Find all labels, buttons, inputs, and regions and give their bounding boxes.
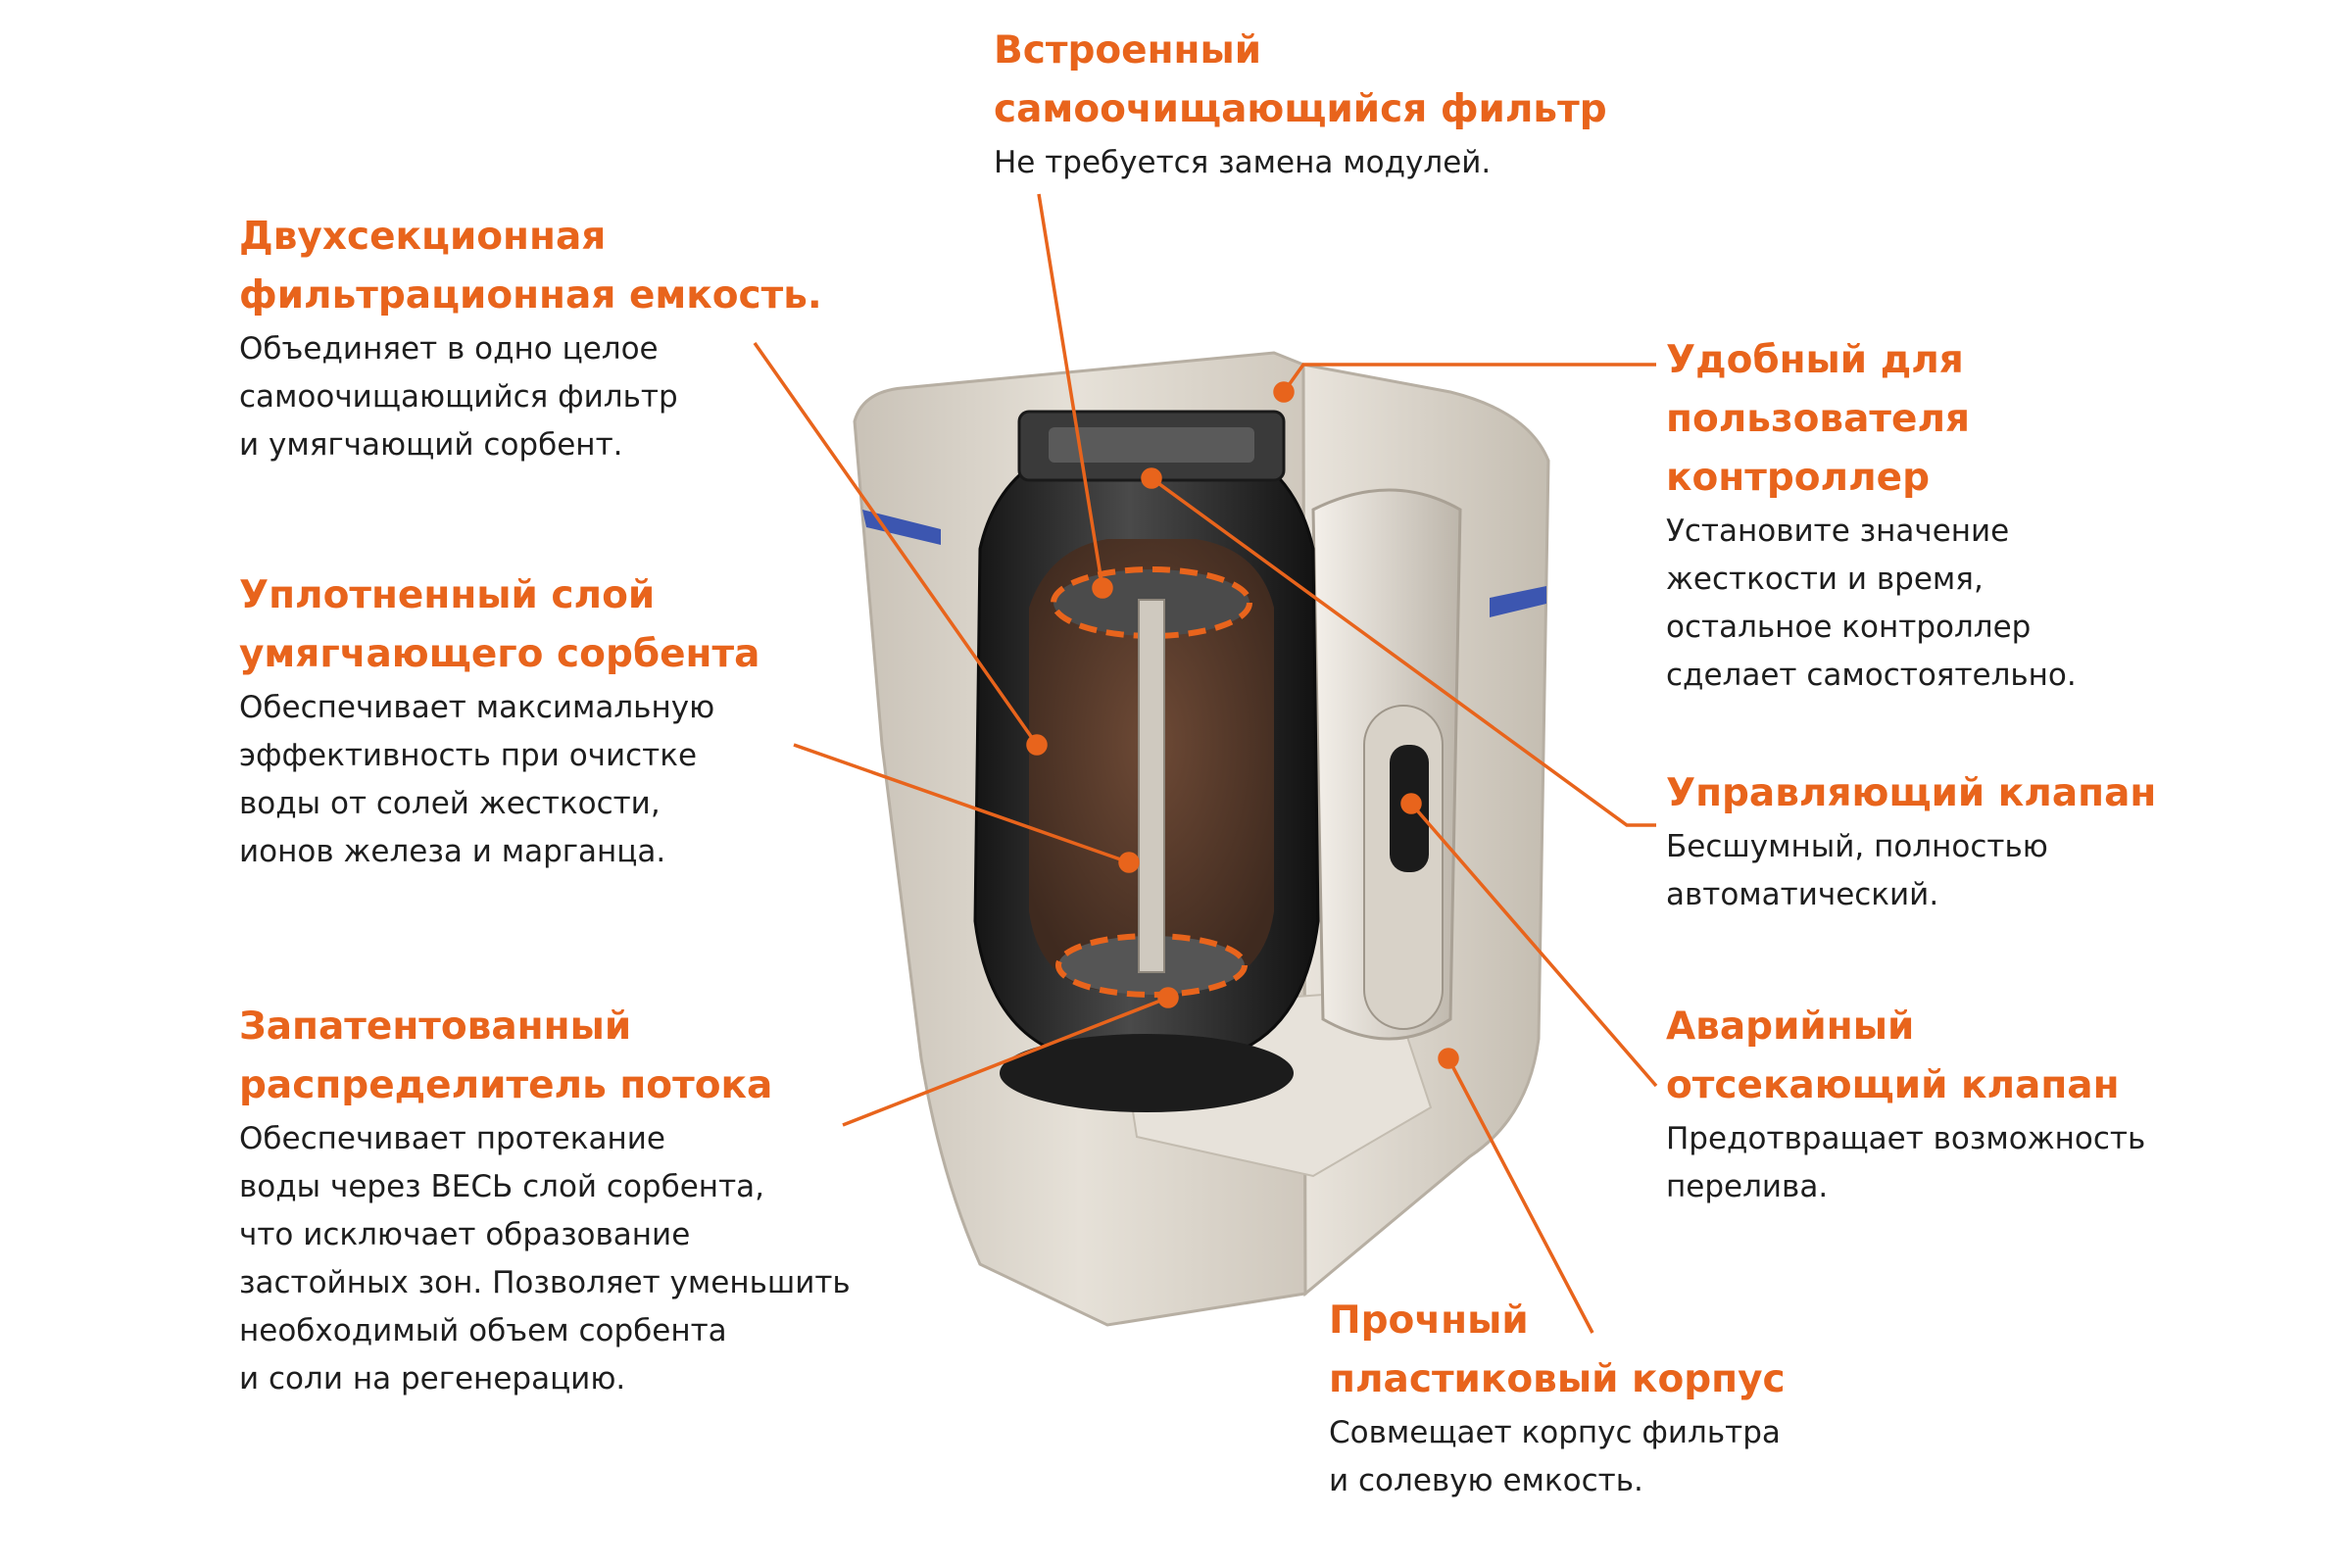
leader-controller-dot <box>1273 381 1295 403</box>
callout-description: Не требуется замена модулей. <box>994 145 1492 180</box>
leader-emergency <box>1409 802 1658 1088</box>
leader-valve-dot <box>1141 467 1162 489</box>
leader-filter <box>1037 193 1104 589</box>
leader-body-dot <box>1438 1048 1459 1069</box>
callout-user-controller: Удобный для пользователя контроллер Уста… <box>1666 331 2077 700</box>
callout-title: Удобный для пользователя контроллер <box>1666 338 1971 500</box>
leader-body <box>1446 1057 1594 1334</box>
filter-tank <box>973 410 1320 1112</box>
callout-plastic-housing: Прочный пластиковый корпус Совмещает кор… <box>1329 1292 1786 1505</box>
callout-description: Совмещает корпус фильтра и солевую емкос… <box>1329 1415 1781 1498</box>
callout-sorbent-layer: Уплотненный слой умягчающего сорбента Об… <box>239 566 760 876</box>
leader-emergency-dot <box>1400 793 1422 814</box>
callout-description: Бесшумный, полностью автоматический. <box>1666 829 2048 912</box>
callout-description: Объединяет в одно целое самоочищающийся … <box>239 331 678 463</box>
callout-title: Уплотненный слой умягчающего сорбента <box>239 573 760 676</box>
callout-description: Обеспечивает протекание воды через ВЕСЬ … <box>239 1121 851 1396</box>
leader-valve <box>1150 476 1656 827</box>
leader-filter-dot <box>1092 577 1113 599</box>
callout-emergency-shutoff-valve: Аварийный отсекающий клапан Предотвращае… <box>1666 998 2145 1211</box>
leader-tank <box>753 341 1039 747</box>
callout-flow-distributor: Запатентованный распределитель потока Об… <box>239 998 851 1403</box>
leader-sorbent-dot <box>1118 852 1140 873</box>
callout-title: Аварийный отсекающий клапан <box>1666 1004 2120 1107</box>
callout-title: Запатентованный распределитель потока <box>239 1004 773 1107</box>
brine-column <box>1311 488 1462 1041</box>
callout-title: Встроенный самоочищающийся фильтр <box>994 28 1607 131</box>
callout-title: Управляющий клапан <box>1666 771 2157 815</box>
leader-sorbent <box>793 743 1130 864</box>
leader-controller <box>1282 363 1656 394</box>
leader-lines <box>753 193 1658 1334</box>
callout-self-cleaning-filter: Встроенный самоочищающийся фильтр Не тре… <box>994 22 1607 187</box>
callout-two-section-tank: Двухсекционная фильтрационная емкость. О… <box>239 208 822 469</box>
callout-title: Двухсекционная фильтрационная емкость. <box>239 215 822 318</box>
callout-title: Прочный пластиковый корпус <box>1329 1298 1786 1401</box>
callout-description: Установите значение жесткости и время, о… <box>1666 514 2077 693</box>
leader-distributor-dot <box>1157 987 1179 1008</box>
callout-control-valve: Управляющий клапан Бесшумный, полностью … <box>1666 764 2156 919</box>
leader-tank-dot <box>1026 734 1048 756</box>
callout-description: Предотвращает возможность перелива. <box>1666 1121 2146 1204</box>
callout-description: Обеспечивает максимальную эффективность … <box>239 690 715 869</box>
leader-distributor <box>842 996 1169 1127</box>
